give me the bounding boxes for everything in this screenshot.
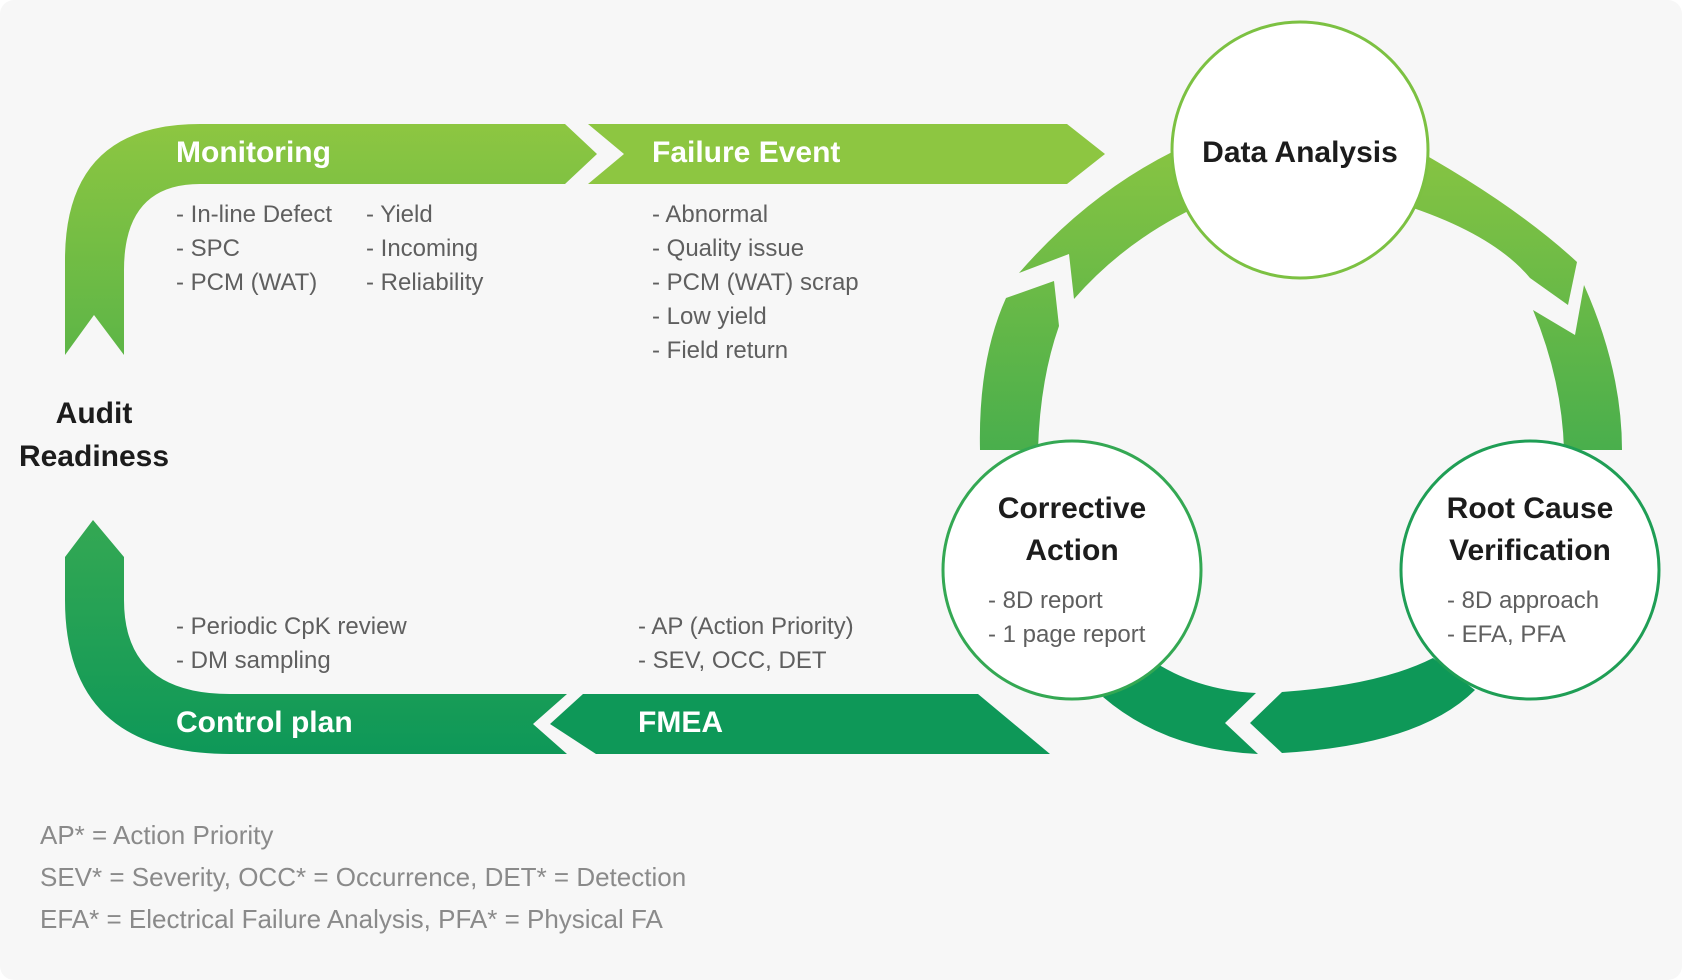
list-item: - AP (Action Priority) [638, 613, 854, 640]
monitoring-title: Monitoring [176, 136, 331, 169]
cycle-arrow-analysis-to-rootcause [1388, 137, 1577, 305]
audit-line-2: Readiness [18, 440, 170, 473]
control-plan-title: Control plan [176, 706, 353, 739]
corrective-action-list: - 8D report - 1 page report [988, 584, 1145, 652]
list-item: - Periodic CpK review [176, 613, 407, 640]
list-item: - EFA, PFA [1447, 621, 1566, 648]
corrective-action-node [941, 439, 1203, 701]
footnote-ap: AP* = Action Priority [40, 820, 274, 850]
list-item: - Incoming [366, 235, 479, 262]
audit-line-1: Audit [55, 397, 133, 430]
fmea-arrow [550, 694, 1050, 754]
list-item: - Low yield [652, 303, 767, 330]
list-item: - Abnormal [652, 201, 769, 228]
list-item: - DM sampling [176, 647, 331, 674]
list-item: - Quality issue [652, 235, 805, 262]
fmea-title: FMEA [638, 706, 723, 739]
footnote-sev-occ-det: SEV* = Severity, OCC* = Occurrence, DET*… [40, 862, 687, 892]
list-item: - Field return [652, 337, 789, 364]
fmea-list: - AP (Action Priority) - SEV, OCC, DET [638, 610, 854, 678]
list-item: - PCM (WAT) [176, 269, 318, 296]
cycle-arrow-rootcause-to-corrective [1250, 658, 1475, 753]
cycle-arrow-corrective-to-analysis-b [1019, 137, 1212, 299]
footnote-efa-pfa: EFA* = Electrical Failure Analysis, PFA*… [40, 904, 663, 934]
audit-readiness-label: Audit Readiness [10, 392, 178, 478]
root-cause-title-line2: Verification [1449, 534, 1611, 567]
root-cause-title-line1: Root Cause [1446, 492, 1614, 525]
control-plan-list: - Periodic CpK review - DM sampling [176, 610, 407, 678]
data-analysis-node [1170, 20, 1430, 280]
failure-event-list: - Abnormal - Quality issue - PCM (WAT) s… [652, 198, 859, 368]
monitoring-arrow [65, 124, 597, 355]
root-cause-node [1399, 439, 1661, 701]
monitoring-list-col2: - Yield - Incoming - Reliability [366, 198, 483, 300]
corrective-action-title-line2: Action [1025, 534, 1119, 567]
list-item: - In-line Defect [176, 201, 333, 228]
cycle-arrow-rootcause-to-corrective-b [1103, 659, 1258, 754]
corrective-action-title: Corrective Action [952, 488, 1192, 572]
failure-event-title: Failure Event [652, 136, 841, 169]
list-item: - Reliability [366, 269, 484, 296]
root-cause-title: Root Cause Verification [1410, 488, 1650, 572]
cycle-arrow-corrective-to-analysis [979, 281, 1059, 450]
corrective-action-title-line1: Corrective [997, 492, 1147, 525]
list-item: - Yield [366, 201, 433, 228]
failure-event-arrow [588, 124, 1105, 184]
list-item: - 8D approach [1447, 587, 1600, 614]
control-plan-arrow [65, 520, 567, 754]
data-analysis-title: Data Analysis [1202, 136, 1398, 169]
footnotes: AP* = Action Priority SEV* = Severity, O… [40, 814, 686, 940]
list-item: - SEV, OCC, DET [638, 647, 827, 674]
monitoring-list-col1: - In-line Defect - SPC - PCM (WAT) [176, 198, 332, 300]
list-item: - SPC [176, 235, 241, 262]
list-item: - PCM (WAT) scrap [652, 269, 859, 296]
cycle-arrow-analysis-to-rootcause-b [1533, 285, 1622, 450]
list-item: - 8D report [988, 587, 1103, 614]
list-item: - 1 page report [988, 621, 1146, 648]
root-cause-list: - 8D approach - EFA, PFA [1447, 584, 1599, 652]
